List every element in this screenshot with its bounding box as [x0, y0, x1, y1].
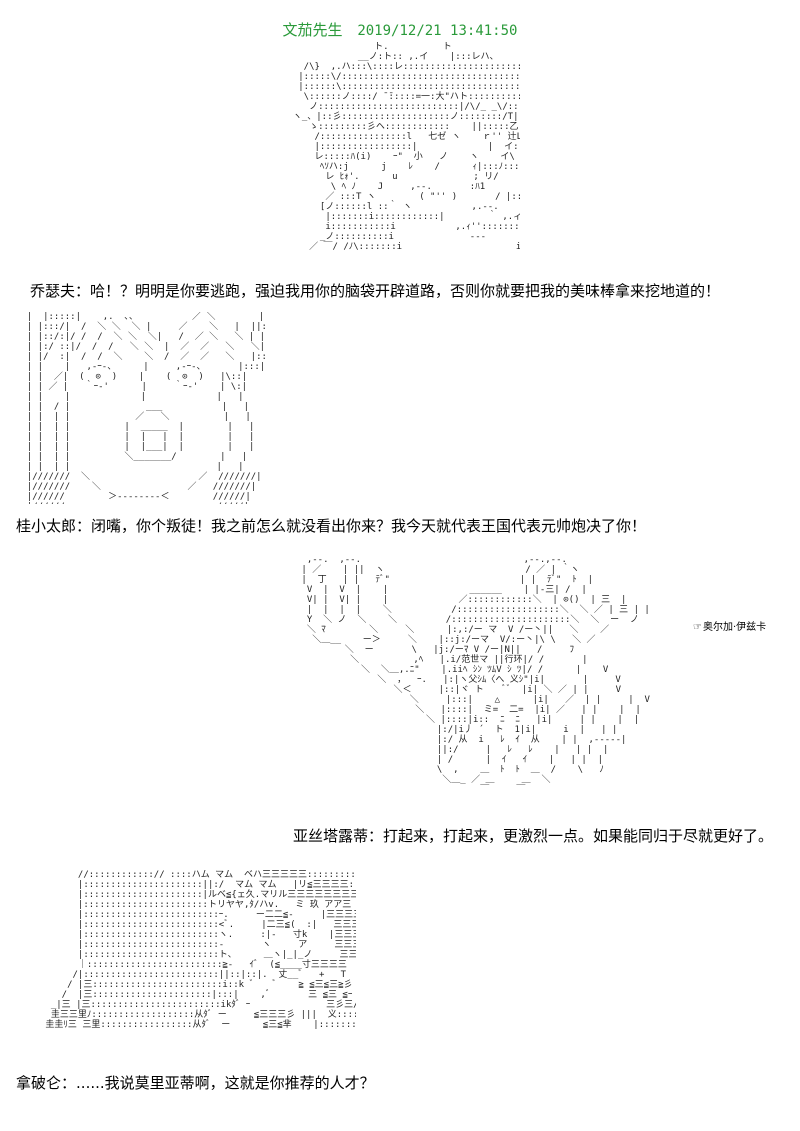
speaker-name: 乔瑟夫 [30, 282, 76, 300]
author-name: 文茄先生 [282, 21, 343, 39]
speech-text: 哈！？明明是你要逃跑，强迫我用你的脑袋开辟道路，否则你就要把我的美味棒拿来挖地道… [90, 282, 721, 300]
post-timestamp: 2019/12/21 13:41:50 [357, 23, 518, 39]
speaker-name: 拿破仑 [16, 1074, 62, 1092]
dialog-line-1: 乔瑟夫：哈！？明明是你要逃跑，强迫我用你的脑袋开辟道路，否则你就要把我的美味棒拿… [30, 281, 720, 301]
dialog-line-2: 桂小太郎：闭嘴，你个叛徒！我之前怎么就没看出你来？我今天就代表王国代表元帅炮决了… [16, 516, 646, 536]
speech-text: ......我说莫里亚蒂啊，这就是你推荐的人才？ [76, 1074, 375, 1092]
tag-label: 奥尔加·伊兹卡 [702, 622, 767, 633]
ascii-art-katsura: | |:::::| ,. ､、 ／ ＼ | |:::| | |:::/| / ＼… [26, 312, 266, 504]
dialog-line-4: 拿破仑：......我说莫里亚蒂啊，这就是你推荐的人才？ [16, 1073, 375, 1093]
colon: ： [76, 517, 92, 535]
character-tag: ☞奥尔加·伊兹卡 [693, 622, 766, 634]
colon: ： [61, 1074, 77, 1092]
pointing-hand-icon: ☞ [693, 622, 702, 633]
colon: ： [75, 282, 91, 300]
speaker-name: 亚丝塔露蒂 [293, 827, 369, 845]
ascii-art-napoleon: //::::::::::::// ::::ハム マム ベハ三三三三三::::::… [45, 870, 356, 1030]
page-header: 文茄先生 2019/12/21 13:41:50 [0, 20, 800, 41]
ascii-art-astolfo: ,--. ,--. ,--.,--. | ／ | || ヽ / ／ | ｀ヽ |… [301, 555, 650, 795]
speaker-name: 桂小太郎 [16, 517, 77, 535]
speech-text: 打起来，打起来，更激烈一点。如果能同归于尽就更好了。 [383, 827, 774, 845]
colon: ： [368, 827, 384, 845]
speech-text: 闭嘴，你个叛徒！我之前怎么就没看出你来？我今天就代表王国代表元帅炮决了你！ [91, 517, 647, 535]
ascii-art-joseph: ト. ト __ノ:ト:: ,.イ |:::レハ、 /\} ,.ハ:::\::::… [292, 42, 520, 252]
dialog-line-3: 亚丝塔露蒂：打起来，打起来，更激烈一点。如果能同归于尽就更好了。 [293, 826, 773, 846]
